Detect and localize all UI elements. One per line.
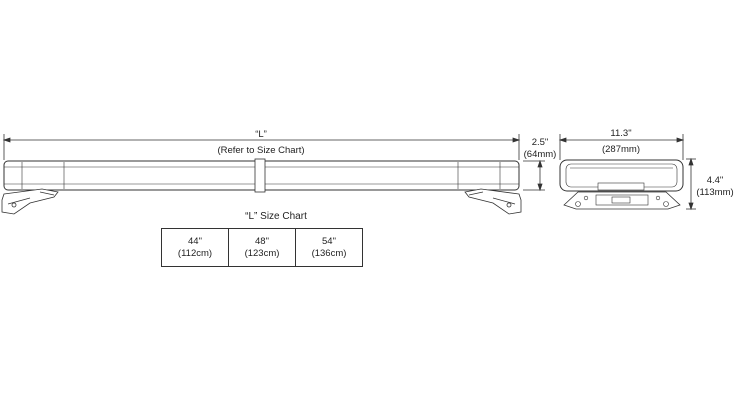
size-metric: (112cm) <box>177 247 213 259</box>
size-metric: (123cm) <box>244 247 280 259</box>
size-cell-54: 54" (136cm) <box>295 228 363 267</box>
size-cell-44: 44" (112cm) <box>161 228 229 267</box>
size-metric: (136cm) <box>311 247 347 259</box>
size-chart-title: “L” Size Chart <box>245 211 307 222</box>
right-mounting-foot <box>464 188 522 215</box>
lightbar-end-view <box>559 159 684 210</box>
size-inches: 44" <box>188 235 202 247</box>
end-height-metric: (113mm) <box>696 187 733 198</box>
end-width-dimension-line <box>558 134 685 160</box>
length-note: (Refer to Size Chart) <box>217 145 304 156</box>
end-height-dimension-line <box>686 157 696 211</box>
length-label: “L” <box>255 129 267 140</box>
size-chart-row: 44" (112cm) 48" (123cm) 54" (136cm) <box>161 228 363 267</box>
end-height-label: 4.4" <box>707 175 724 186</box>
size-inches: 54" <box>322 235 336 247</box>
size-cell-48: 48" (123cm) <box>228 228 296 267</box>
length-dimension-line <box>2 134 521 160</box>
size-inches: 48" <box>255 235 269 247</box>
height-dimension-line <box>523 159 545 192</box>
left-mounting-foot <box>1 188 59 215</box>
size-chart-table: 44" (112cm) 48" (123cm) 54" (136cm) <box>161 228 363 267</box>
end-width-label: 11.3" <box>610 128 631 139</box>
height-metric: (64mm) <box>524 149 557 160</box>
end-width-metric: (287mm) <box>602 144 640 155</box>
height-label: 2.5" <box>532 137 549 148</box>
lightbar-side-view <box>3 158 520 193</box>
